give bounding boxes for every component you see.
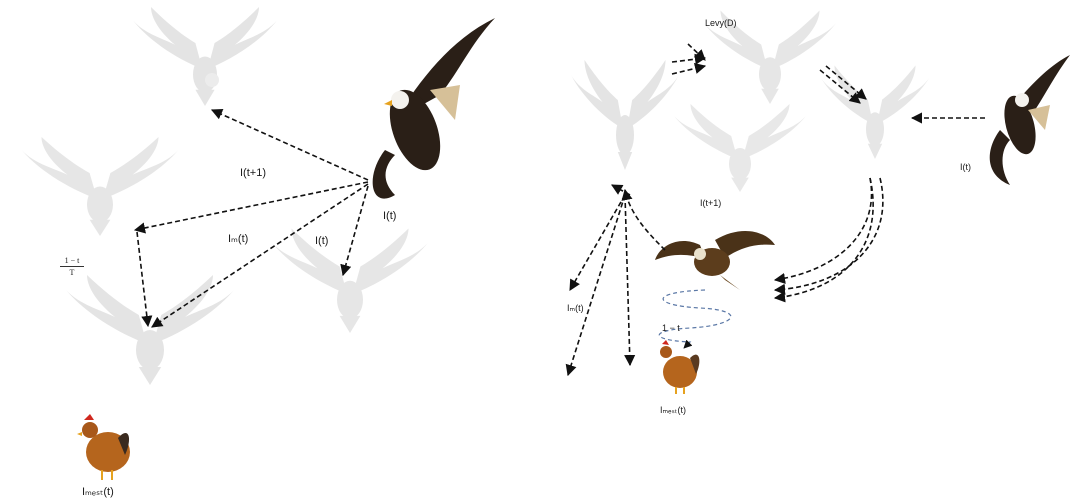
label-right-i-t: I(t) <box>960 162 971 172</box>
label-left-i-t-mid: I(t) <box>315 235 328 247</box>
ghost-eagle-cluster-center-icon <box>674 104 806 192</box>
ghost-eagle-bottom-left-icon <box>66 275 234 385</box>
ghost-eagle-cluster-left-icon <box>571 60 679 170</box>
bald-eagle-left-icon <box>373 18 495 199</box>
label-right-i-m-t: Iₘ(t) <box>567 303 584 314</box>
ghost-eagle-right-target-icon <box>821 66 929 160</box>
ghost-eagle-mid-left-icon <box>22 137 178 236</box>
label-right-one-minus: 1 − t <box>662 323 680 333</box>
label-left-i-m-t: Iₘ(t) <box>228 232 248 245</box>
golden-eagle-icon <box>655 231 775 290</box>
label-right-i-best: Iₘₑₛₜ(t) <box>660 405 686 416</box>
label-left-i-t-plus-1: I(t+1) <box>240 167 266 179</box>
fraction-denominator: T <box>60 268 84 277</box>
hen-right-icon <box>660 340 699 394</box>
label-levy: Levy(D) <box>705 18 737 28</box>
fraction-label: 1 − t T <box>60 256 84 277</box>
right-arrows <box>568 44 985 375</box>
ghost-eagle-top-left-icon <box>133 7 277 106</box>
label-left-i-t-dark: I(t) <box>383 210 396 222</box>
bald-eagle-right-icon <box>990 55 1070 185</box>
spiral-path <box>659 290 731 348</box>
label-right-i-t-plus-1: I(t+1) <box>700 198 721 208</box>
ghost-eagle-right-of-left-icon <box>272 229 428 334</box>
left-arrows <box>135 110 368 327</box>
fraction-numerator: 1 − t <box>60 256 84 265</box>
label-left-i-best: Iₘₑₛₜ(t) <box>82 485 114 498</box>
hen-left-icon <box>77 414 130 480</box>
